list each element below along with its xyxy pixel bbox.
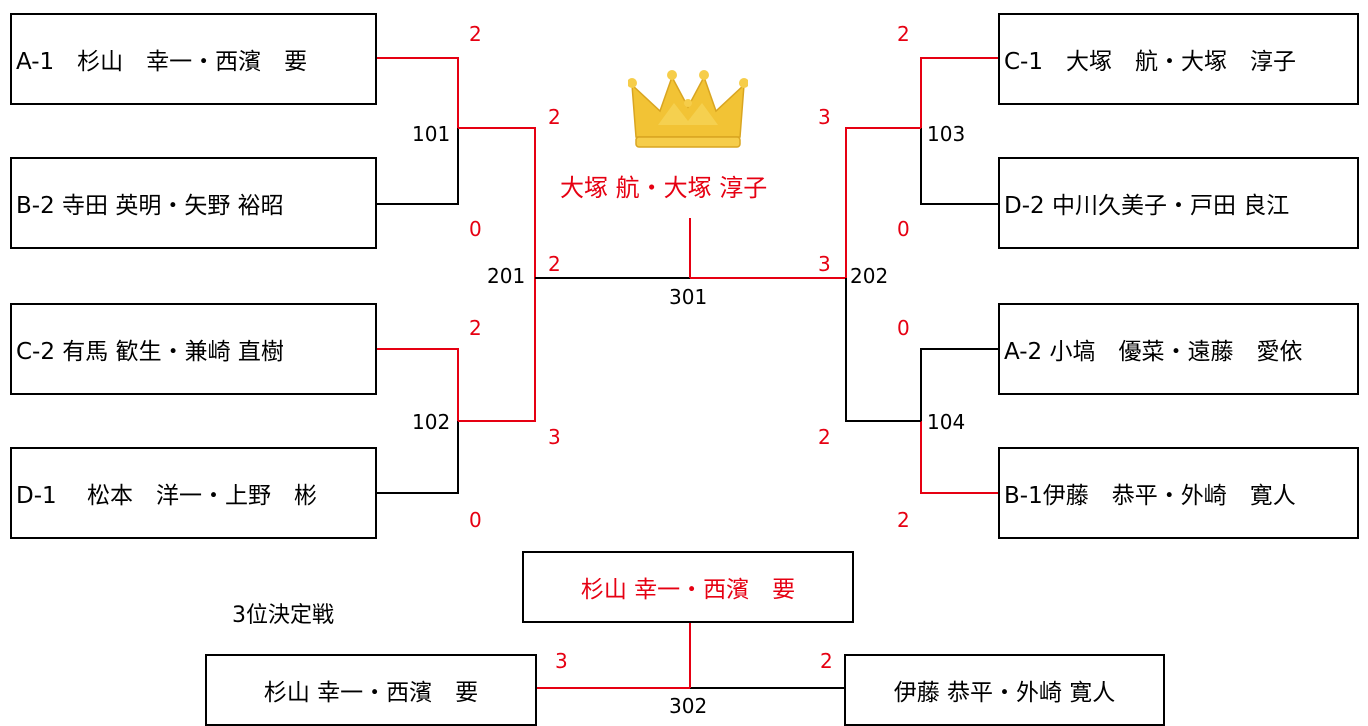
team-name-c1: C-1 大塚 航・大塚 淳子 — [1004, 49, 1296, 75]
team-name-a1: A-1 杉山 幸一・西濱 要 — [16, 49, 308, 75]
team-box-d2: D-2 中川久美子・戸田 良江 — [998, 157, 1359, 249]
line-104-out — [845, 278, 921, 422]
line-c1 — [920, 57, 998, 128]
third-place-winner-box: 杉山 幸一・西濱 要 — [522, 551, 854, 623]
team-name-d2: D-2 中川久美子・戸田 良江 — [1004, 193, 1290, 219]
third-place-left-name: 杉山 幸一・西濱 要 — [263, 680, 479, 706]
third-place-left-box: 杉山 幸一・西濱 要 — [205, 654, 537, 726]
score-a2: 0 — [897, 316, 910, 340]
line-b2 — [376, 128, 459, 205]
team-box-b1: B-1伊藤 恭平・外崎 寛人 — [998, 447, 1359, 539]
score-b2: 0 — [469, 217, 482, 241]
match-101: 101 — [412, 122, 451, 146]
team-name-d1: D-1 松本 洋一・上野 彬 — [16, 483, 317, 509]
match-202: 202 — [850, 264, 889, 288]
team-name-a2: A-2 小塙 優菜・遠藤 愛依 — [1004, 339, 1303, 365]
score-c1: 2 — [897, 22, 910, 46]
score-d2: 0 — [897, 217, 910, 241]
line-c2 — [376, 348, 459, 421]
team-box-a1: A-1 杉山 幸一・西濱 要 — [10, 13, 377, 105]
line-a1 — [376, 57, 459, 128]
team-box-b2: B-2 寺田 英明・矢野 裕昭 — [10, 157, 377, 249]
line-d1 — [376, 421, 459, 494]
line-a2 — [920, 348, 998, 421]
score-201-top: 2 — [548, 105, 561, 129]
team-box-c1: C-1 大塚 航・大塚 淳子 — [998, 13, 1359, 105]
score-301-left: 2 — [548, 252, 561, 276]
score-301-right: 3 — [818, 252, 831, 276]
third-place-winner-name: 杉山 幸一・西濱 要 — [580, 577, 796, 603]
match-102: 102 — [412, 410, 451, 434]
score-a1: 2 — [469, 22, 482, 46]
score-202-bottom: 2 — [818, 425, 831, 449]
line-102-out — [458, 278, 536, 422]
team-box-d1: D-1 松本 洋一・上野 彬 — [10, 447, 377, 539]
line-b1 — [920, 421, 998, 494]
score-302-right: 2 — [820, 649, 833, 673]
third-place-title: 3位決定戦 — [232, 603, 334, 628]
team-name-b1: B-1伊藤 恭平・外崎 寛人 — [1004, 483, 1296, 509]
score-c2: 2 — [469, 316, 482, 340]
score-b1: 2 — [897, 508, 910, 532]
third-place-right-box: 伊藤 恭平・外崎 寛人 — [844, 654, 1165, 726]
team-name-b2: B-2 寺田 英明・矢野 裕昭 — [16, 193, 284, 219]
team-box-a2: A-2 小塙 優菜・遠藤 愛依 — [998, 303, 1359, 395]
match-103: 103 — [927, 122, 966, 146]
line-d2 — [920, 128, 998, 205]
score-201-bottom: 3 — [548, 425, 561, 449]
score-302-left: 3 — [555, 649, 568, 673]
line-101-out — [458, 127, 536, 278]
match-301: 301 — [669, 285, 708, 309]
score-202-top: 3 — [818, 105, 831, 129]
team-name-c2: C-2 有馬 歓生・兼崎 直樹 — [16, 339, 284, 365]
match-302: 302 — [669, 694, 708, 718]
third-place-right-name: 伊藤 恭平・外崎 寛人 — [893, 680, 1116, 706]
match-201: 201 — [487, 264, 526, 288]
team-box-c2: C-2 有馬 歓生・兼崎 直樹 — [10, 303, 377, 395]
champion-name: 大塚 航・大塚 淳子 — [560, 174, 768, 202]
score-d1: 0 — [469, 508, 482, 532]
line-103-out — [845, 127, 921, 278]
match-104: 104 — [927, 410, 966, 434]
crown-icon — [628, 70, 748, 148]
